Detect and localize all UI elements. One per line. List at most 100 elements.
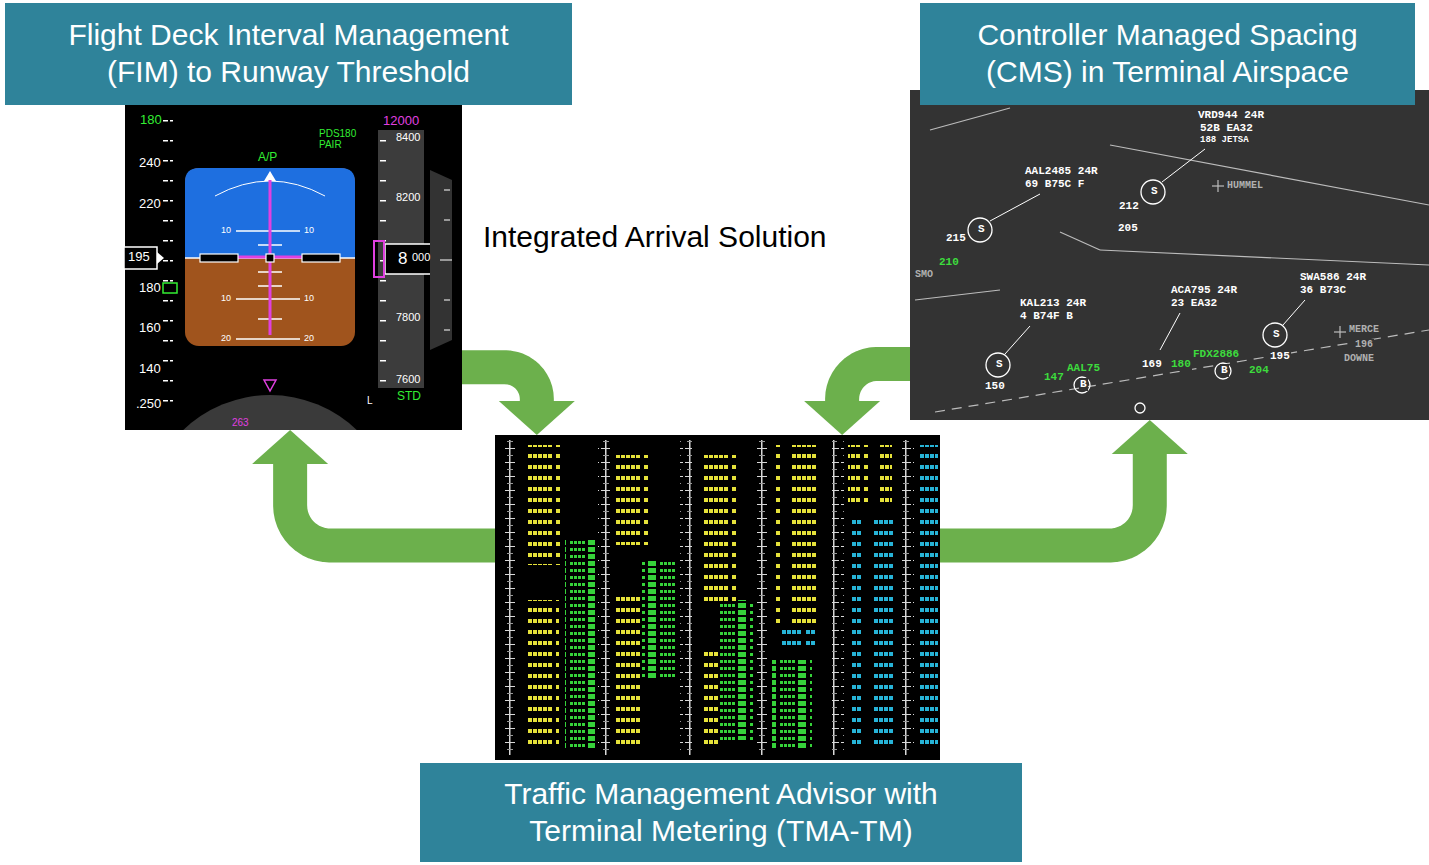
pfd-readout: PAIR bbox=[319, 139, 342, 151]
radar-tag: 147 bbox=[1043, 371, 1065, 384]
route-lines bbox=[915, 108, 1429, 338]
target-symbol-letter: B bbox=[1079, 378, 1088, 391]
pfd-readout: 220 bbox=[139, 197, 161, 212]
radar-screen bbox=[910, 90, 1429, 420]
arrow-head bbox=[1112, 420, 1188, 454]
compass-rose bbox=[145, 395, 395, 430]
radar-tag: VRD944 24R bbox=[1197, 109, 1265, 122]
pfd-readout: 7600 bbox=[396, 373, 420, 386]
pfd-readout: 195 bbox=[128, 250, 150, 265]
radar-tag: 195 bbox=[1269, 350, 1291, 363]
timeline-rulers bbox=[503, 440, 914, 755]
radar-tag: FDX2886 bbox=[1192, 348, 1240, 361]
radar-tag: 212 bbox=[1118, 200, 1140, 213]
pfd-readout: PDS180 bbox=[319, 128, 356, 140]
arrival-tool-node: Controller Managed Spacing (CMS) in Term… bbox=[910, 3, 1429, 420]
screen-panel bbox=[910, 90, 1429, 420]
target-symbol-letter: S bbox=[977, 223, 986, 236]
radar-tag: 23 EA32 bbox=[1170, 297, 1218, 310]
flow-arrow bbox=[804, 364, 910, 435]
radar-tag: 196 bbox=[1354, 339, 1374, 351]
flow-arrow bbox=[940, 420, 1188, 546]
pfd-readout: 263 bbox=[232, 417, 249, 429]
radar-tag: 4 B74F B bbox=[1019, 310, 1074, 323]
diagram-subtitle: Integrated Arrival Solution bbox=[483, 220, 827, 255]
aircraft-symbol bbox=[200, 254, 238, 262]
radar-tag: 204 bbox=[1248, 364, 1270, 377]
target-symbol-letter: S bbox=[995, 358, 1004, 371]
title-banner: Controller Managed Spacing (CMS) in Term… bbox=[920, 3, 1415, 105]
pfd-screen bbox=[125, 100, 462, 430]
title-banner: Flight Deck Interval Management (FIM) to… bbox=[5, 3, 572, 105]
radar-tag: 169 bbox=[1141, 358, 1163, 371]
radar-tag: AAL2485 24R bbox=[1024, 165, 1099, 178]
arrival-tool-node: Traffic Management Advisor with Terminal… bbox=[420, 435, 1022, 862]
pfd-readout: L bbox=[367, 395, 373, 407]
pfd-readout: 8 bbox=[398, 249, 407, 269]
radar-tag: 210 bbox=[938, 256, 960, 269]
radar-tag: HUMMEL bbox=[1226, 180, 1264, 192]
target-symbols bbox=[968, 180, 1287, 413]
vertical-speed-ticks bbox=[440, 190, 452, 330]
heading-bug bbox=[264, 380, 276, 391]
timeline-display bbox=[495, 435, 940, 760]
primary-flight-display bbox=[124, 100, 462, 645]
pfd-readout: 10 bbox=[221, 225, 231, 235]
radar-tag: 36 B73C bbox=[1299, 284, 1347, 297]
pfd-readout: 140 bbox=[139, 362, 161, 377]
pfd-readout: 8400 bbox=[396, 131, 420, 144]
speed-readout-box bbox=[124, 247, 157, 269]
title-banner: Traffic Management Advisor with Terminal… bbox=[420, 763, 1022, 862]
pfd-readout: 180 bbox=[140, 113, 162, 128]
pitch-ladder bbox=[236, 231, 300, 339]
arrow-band bbox=[842, 364, 910, 402]
pfd-readout: STD bbox=[397, 390, 421, 404]
leader-lines bbox=[990, 149, 1305, 354]
radar-tag: 180 bbox=[1170, 358, 1192, 371]
pfd-readout: 000 bbox=[412, 251, 430, 264]
tool-title: Controller Managed Spacing (CMS) in Term… bbox=[948, 17, 1388, 90]
screen-panel bbox=[125, 100, 462, 430]
arrow-band bbox=[462, 367, 537, 402]
aircraft-symbol bbox=[302, 254, 340, 262]
pfd-readout: .250 bbox=[136, 397, 161, 412]
screen-panel bbox=[495, 435, 940, 760]
arrow-band bbox=[940, 453, 1150, 546]
speed-pointer bbox=[157, 252, 164, 264]
radar-tag: 205 bbox=[1117, 222, 1139, 235]
radar-tag: 215 bbox=[945, 232, 967, 245]
speed-ticks bbox=[163, 118, 173, 408]
terminal-radar-display bbox=[910, 90, 1429, 420]
radar-tag: MERCE bbox=[1348, 324, 1380, 336]
altitude-bug bbox=[374, 241, 384, 277]
timeline-screen bbox=[495, 435, 940, 760]
radar-tag: 69 B75C F bbox=[1024, 178, 1085, 191]
flow-arrow bbox=[462, 367, 575, 435]
tool-title: Traffic Management Advisor with Terminal… bbox=[494, 776, 949, 849]
pfd-readout: 180 bbox=[139, 281, 161, 296]
arrow-band bbox=[290, 463, 495, 546]
aircraft-symbol bbox=[266, 254, 274, 262]
approach-course bbox=[935, 330, 1429, 412]
target-symbol-letter: S bbox=[1272, 328, 1281, 341]
vertical-speed-scale bbox=[430, 170, 452, 350]
radar-tag: 188 JETSA bbox=[1199, 135, 1250, 145]
target-symbol-letter: B bbox=[1220, 364, 1229, 377]
pfd-readout: A/P bbox=[258, 151, 277, 165]
speed-bug bbox=[163, 283, 177, 293]
flow-arrow bbox=[252, 430, 495, 546]
tool-title: Flight Deck Interval Management (FIM) to… bbox=[39, 17, 539, 90]
radar-tag: SMO bbox=[914, 269, 934, 281]
arrow-head bbox=[804, 401, 880, 435]
target-symbol-letter: S bbox=[1150, 185, 1159, 198]
pfd-readout: 20 bbox=[304, 333, 314, 343]
radar-tag: SWA586 24R bbox=[1299, 271, 1367, 284]
bank-pointer bbox=[264, 171, 276, 181]
radar-tag: AAL75 bbox=[1066, 362, 1101, 375]
pfd-readout: 8200 bbox=[396, 191, 420, 204]
radar-tag: ACA795 24R bbox=[1170, 284, 1238, 297]
